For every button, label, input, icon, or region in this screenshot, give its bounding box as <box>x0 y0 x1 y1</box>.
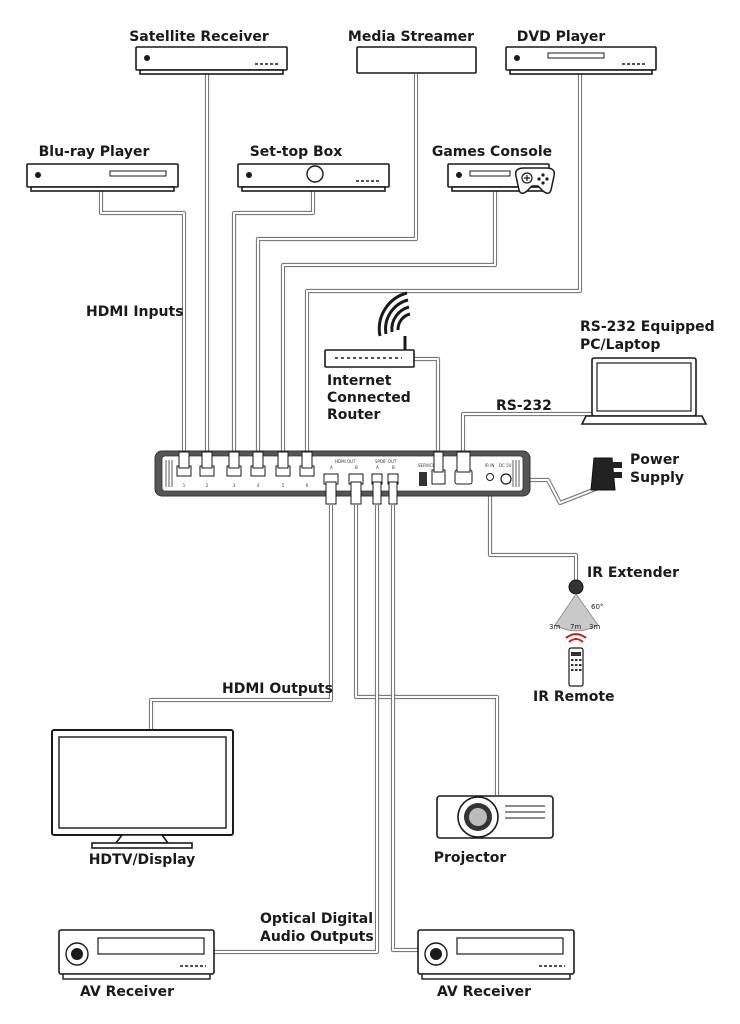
wifi-signal-icon <box>377 291 411 337</box>
dvd-player-label: DVD Player <box>517 29 606 45</box>
ir-in-panel-label: IR IN <box>485 463 494 468</box>
router-label-line1: Internet <box>327 373 392 389</box>
ir-remote-icon: IR Remote <box>533 633 615 705</box>
power-supply-label-line2: Supply <box>630 470 684 486</box>
media-streamer-label: Media Streamer <box>348 29 474 45</box>
settop-box: Set-top Box <box>237 144 390 192</box>
bluray-player-label: Blu-ray Player <box>39 144 150 160</box>
av-receiver-right-label: AV Receiver <box>437 984 531 1000</box>
power-adapter: Power Supply <box>590 452 684 491</box>
dvd-player: DVD Player <box>505 29 657 75</box>
ir-extender: IR Extender 60° 3m 7m 3m <box>549 565 679 632</box>
hdmi-input-number-1: 1 <box>183 483 186 488</box>
laptop-label-line2: PC/Laptop <box>580 337 660 353</box>
cable-ir-extender <box>487 495 579 582</box>
service-panel-label: SERVICE <box>418 463 435 468</box>
ir-in-port <box>486 473 494 481</box>
optical-outputs-label-line2: Audio Outputs <box>260 929 374 945</box>
ir-coverage-cone <box>554 593 599 632</box>
dc-power-port <box>500 473 512 485</box>
spdif-output-ports <box>371 473 399 505</box>
av-receiver-left: AV Receiver <box>58 929 215 1000</box>
cables <box>98 74 599 955</box>
cable-settop <box>231 190 316 452</box>
ir-range-left: 3m <box>549 623 560 631</box>
projector: Projector <box>434 795 554 866</box>
media-streamer: Media Streamer <box>348 29 477 74</box>
ir-angle-label: 60° <box>591 603 603 611</box>
spdif-a-panel-label: A <box>376 465 379 470</box>
satellite-receiver: Satellite Receiver <box>129 29 288 75</box>
service-usb-port <box>419 472 427 486</box>
ir-remote-label: IR Remote <box>533 689 615 705</box>
hdmi-input-number-5: 5 <box>282 483 285 488</box>
ir-extender-label: IR Extender <box>587 565 679 581</box>
hdmi-output-ports <box>323 473 364 505</box>
av-receiver-right: AV Receiver <box>417 929 575 1000</box>
optical-outputs-label-line1: Optical Digital <box>260 911 373 927</box>
dc-panel-label: DC 5V <box>499 463 512 468</box>
laptop: RS-232 Equipped PC/Laptop <box>580 319 715 425</box>
av-receiver-left-label: AV Receiver <box>80 984 174 1000</box>
hdmi-out-b-panel-label: B <box>355 465 358 470</box>
games-console-label: Games Console <box>432 144 552 160</box>
router-label-line2: Connected <box>327 390 411 406</box>
settop-box-label: Set-top Box <box>250 144 343 160</box>
router: Internet Connected Router <box>324 291 415 423</box>
cable-rs232 <box>460 411 592 452</box>
power-supply-label-line1: Power <box>630 452 679 468</box>
hdmi-input-number-3: 3 <box>233 483 236 488</box>
ir-range-right: 3m <box>589 623 600 631</box>
hdmi-input-number-6: 6 <box>306 483 309 488</box>
hdmi-input-number-4: 4 <box>257 483 260 488</box>
projector-label: Projector <box>434 850 507 866</box>
cable-spdif-a <box>214 505 380 955</box>
cable-router <box>414 356 441 452</box>
hdmi-out-panel-label: HDMI OUT <box>335 459 356 464</box>
hdtv-label: HDTV/Display <box>89 852 196 868</box>
cable-bluray <box>98 190 187 452</box>
satellite-receiver-label: Satellite Receiver <box>129 29 269 45</box>
cable-spdif-b <box>390 505 418 953</box>
bluray-player: Blu-ray Player <box>26 144 179 192</box>
hdmi-out-a-panel-label: A <box>330 465 333 470</box>
hdmi-outputs-label: HDMI Outputs <box>222 681 333 697</box>
router-label-line3: Router <box>327 407 381 423</box>
spdif-out-panel-label: SPDIF OUT <box>375 459 397 464</box>
rs232-label: RS-232 <box>496 398 552 414</box>
spdif-b-panel-label: B <box>392 465 395 470</box>
games-console: Games Console <box>432 144 556 194</box>
hdmi-inputs-label: HDMI Inputs <box>86 304 184 320</box>
matrix-switcher: HDMI OUT A B SPDIF OUT A B SERVICE IR IN… <box>154 450 531 505</box>
laptop-label-line1: RS-232 Equipped <box>580 319 715 335</box>
ir-range-center: 7m <box>570 623 581 631</box>
gamepad-icon <box>514 167 556 194</box>
hdmi-input-number-2: 2 <box>206 483 209 488</box>
hdtv-display: HDTV/Display <box>51 729 234 868</box>
